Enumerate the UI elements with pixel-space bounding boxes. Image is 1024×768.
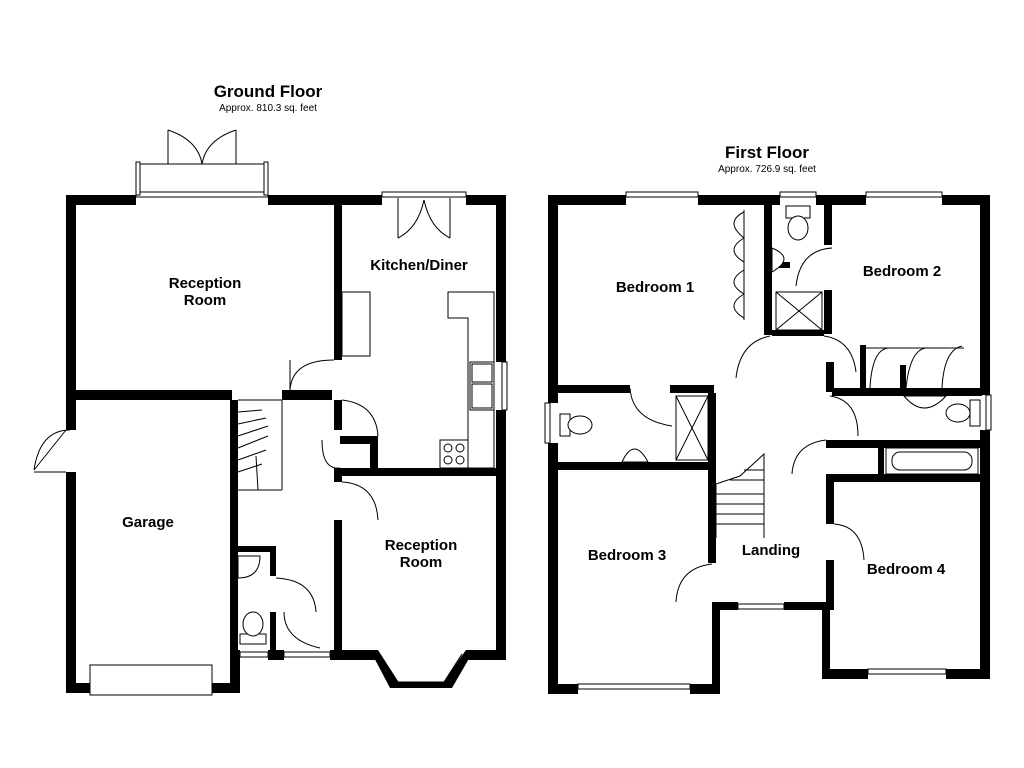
room-label-reception-room-1-line-1: Reception [169, 275, 242, 292]
ground-floor-windows [89, 161, 508, 696]
room-label-garage: Garage [122, 514, 174, 531]
first-floor-area: Approx. 726.9 sq. feet [718, 164, 816, 175]
room-label-landing: Landing [742, 542, 800, 559]
ground-floor-outer-walls [66, 195, 506, 693]
room-label-reception-room-2-line-1: Reception [385, 537, 458, 554]
room-label-bedroom-3: Bedroom 3 [588, 547, 666, 564]
first-floor-windows [544, 191, 992, 690]
first-floor-inner-walls [558, 205, 982, 610]
ground-floor-inner-walls [66, 205, 506, 660]
ground-floor-title: Ground Floor [214, 82, 323, 101]
ground-floor-area: Approx. 810.3 sq. feet [219, 103, 317, 114]
room-label-reception-room-1-line-2: Room [184, 292, 227, 309]
first-floor-outer-walls [548, 195, 990, 694]
kitchen-fittings [341, 291, 495, 469]
first-floor-door-swings [629, 247, 865, 603]
room-label-reception-room-2-line-2: Room [400, 554, 443, 571]
ground-floor-french-doors [140, 129, 451, 239]
bathroom-fittings [559, 395, 981, 475]
room-label-bedroom-4: Bedroom 4 [867, 561, 946, 578]
room-label-bedroom-2: Bedroom 2 [863, 263, 941, 280]
ground-floor-door-swings [33, 359, 379, 649]
en-suite-fittings [771, 205, 823, 331]
first-floor-staircase [715, 452, 765, 538]
ground-floor: Ground Floor Approx. 810.3 sq. feet [33, 82, 508, 696]
first-floor: First Floor Approx. 726.9 sq. feet [544, 143, 992, 694]
wardrobes [733, 210, 964, 389]
cloakroom-fittings [237, 555, 267, 645]
bay-window [370, 650, 474, 688]
ground-floor-staircase [237, 399, 283, 491]
first-floor-title: First Floor [725, 143, 809, 162]
room-label-kitchen-diner: Kitchen/Diner [370, 257, 468, 274]
room-label-bedroom-1: Bedroom 1 [616, 279, 694, 296]
